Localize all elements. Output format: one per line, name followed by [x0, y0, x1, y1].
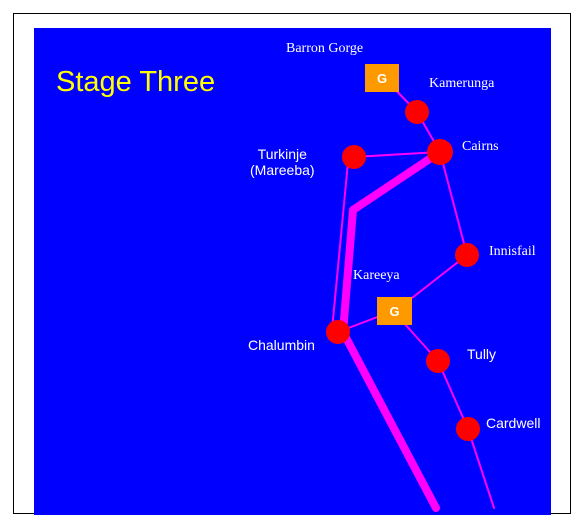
generator-barron-gorge [365, 64, 399, 92]
generator-badge-barron: G [377, 71, 387, 86]
slide-title: Stage Three [56, 66, 216, 98]
node-kamerunga [405, 100, 429, 124]
label-cardwell: Cardwell [486, 415, 541, 431]
label-kareeya: Kareeya [353, 268, 400, 283]
label-kamerunga: Kamerunga [429, 76, 495, 91]
line-turkinje-chalumbin [331, 161, 349, 331]
label-turkinje: Turkinje (Mareeba) [250, 146, 315, 179]
line-tully-cardwell [437, 360, 469, 430]
node-tully [426, 349, 450, 373]
line-cardwell-south [467, 428, 495, 509]
node-innisfail [455, 243, 479, 267]
label-barron-gorge: Barron Gorge [286, 41, 364, 56]
generator-badge-kareeya: G [389, 304, 399, 319]
node-cardwell [456, 417, 480, 441]
node-cairns [427, 139, 453, 165]
label-innisfail: Innisfail [489, 244, 536, 259]
label-tully: Tully [467, 346, 497, 362]
node-chalumbin [326, 320, 350, 344]
generator-kareeya [377, 297, 412, 325]
label-cairns: Cairns [462, 139, 499, 154]
line-cairns-innisfail [439, 151, 468, 256]
label-chalumbin: Chalumbin [248, 337, 315, 353]
node-turkinje [342, 145, 366, 169]
line-turkinje-cairns [353, 151, 441, 158]
thick-line [339, 148, 444, 512]
